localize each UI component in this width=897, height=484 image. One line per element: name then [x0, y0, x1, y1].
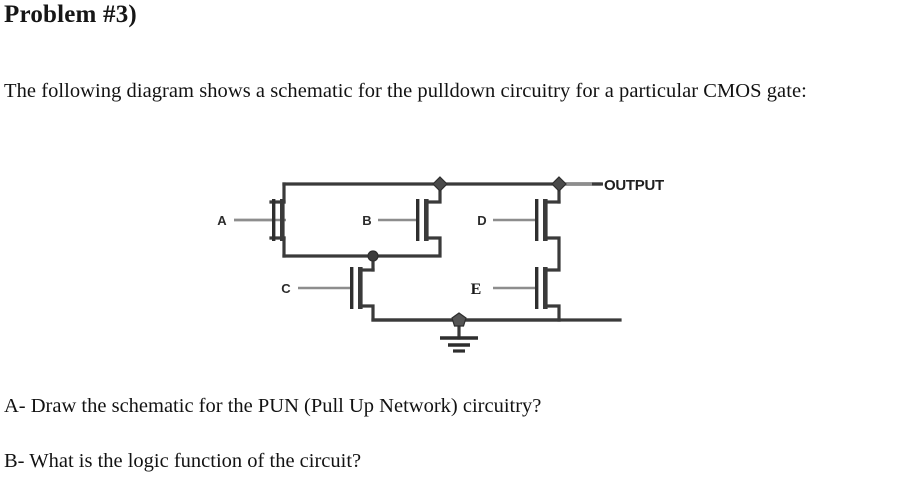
transistor-c-gate-label: C — [281, 281, 291, 296]
schematic-drawing: A B C D — [217, 176, 664, 353]
junction-nodes — [367, 176, 567, 327]
wire-group-main — [269, 182, 622, 340]
cmos-pulldown-schematic: A B C D — [200, 160, 700, 370]
transistor-c: C — [281, 267, 363, 309]
transistor-d: D — [477, 199, 548, 241]
transistor-b-gate-label: B — [362, 213, 371, 228]
node-ground — [451, 312, 467, 327]
question-b: B- What is the logic function of the cir… — [4, 450, 362, 472]
wire-d-e-link — [545, 236, 561, 272]
output-lead: OUTPUT — [559, 177, 664, 194]
question-a: A- Draw the schematic for the PUN (Pull … — [4, 395, 542, 417]
node-mid-rail-junction — [367, 250, 379, 262]
problem-statement: The following diagram shows a schematic … — [4, 80, 807, 102]
transistor-b: B — [362, 199, 429, 241]
ground-icon — [440, 336, 478, 353]
transistor-e-gate-label: E — [471, 281, 482, 298]
wire-c-source — [360, 304, 622, 322]
node-output — [551, 176, 567, 192]
transistor-a: A — [217, 199, 285, 241]
transistor-d-gate-label: D — [477, 213, 486, 228]
transistor-e: E — [471, 267, 548, 309]
transistor-a-gate-label: A — [217, 213, 227, 228]
page-title: Problem #3) — [4, 1, 137, 28]
output-label: OUTPUT — [604, 177, 664, 194]
node-top-rail-junction — [432, 176, 448, 192]
wire-e-source — [545, 304, 561, 322]
wire-b-source — [282, 236, 442, 258]
